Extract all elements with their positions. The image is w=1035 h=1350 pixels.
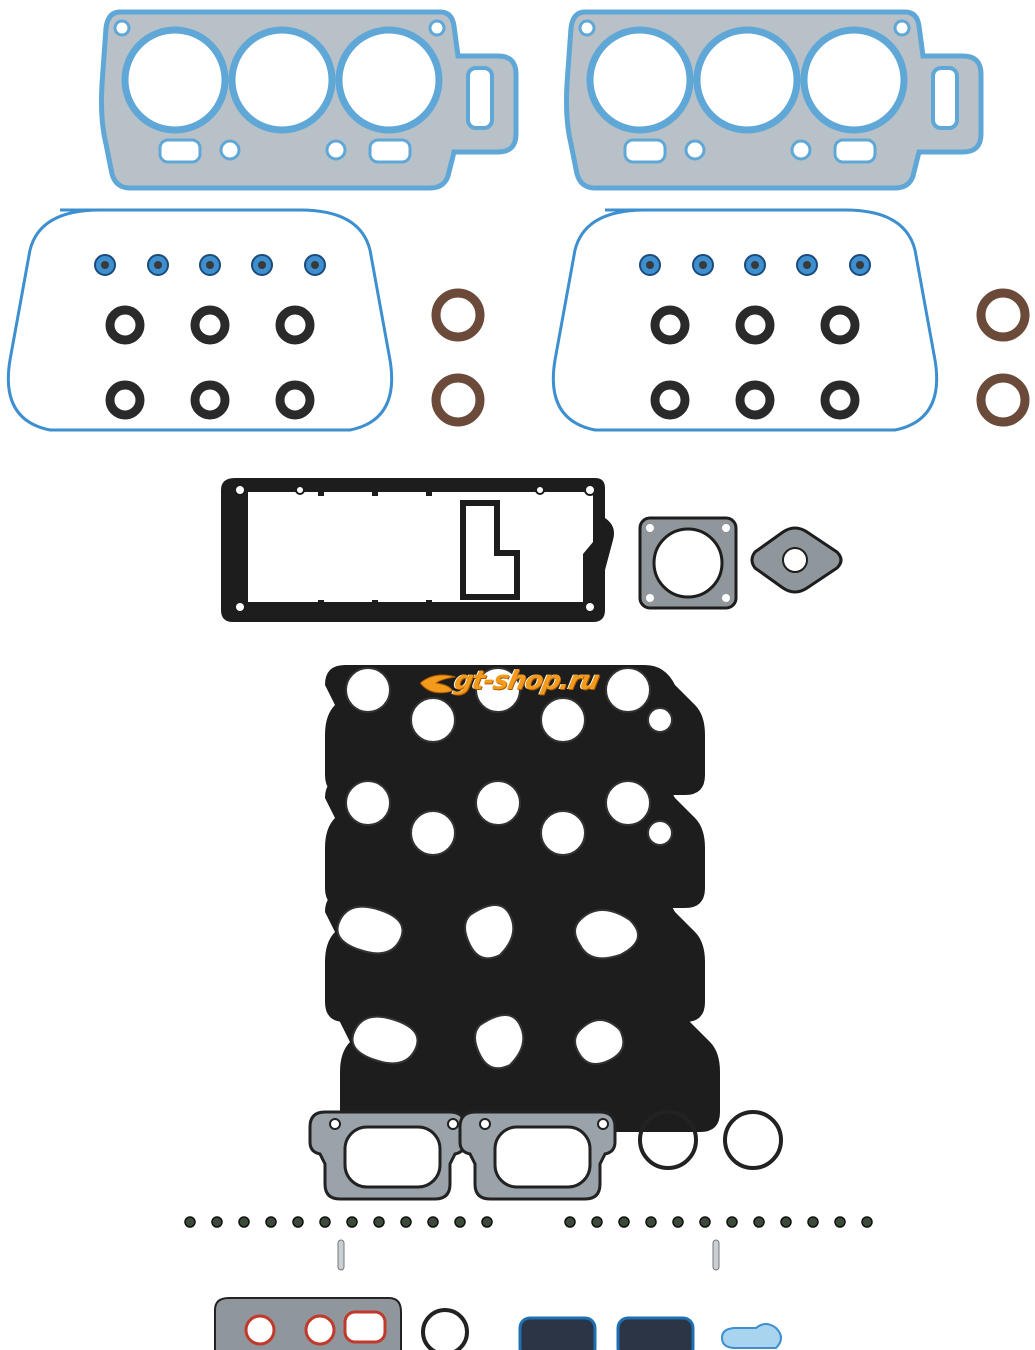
intake-manifold-gasket-lower <box>325 778 705 908</box>
cylinder-head-gasket-left <box>102 12 517 188</box>
watermark-logo: gt-shop.ru <box>416 664 645 704</box>
plenum-gasket <box>221 478 614 622</box>
thermostat-gasket <box>720 1323 782 1349</box>
flame-icon <box>419 674 456 694</box>
exhaust-ring-right <box>723 1110 783 1170</box>
cylinder-head-gasket-right <box>567 12 982 188</box>
valve-cover-seal-kit-left <box>8 210 480 430</box>
watermark-text: gt-shop.ru <box>451 666 602 696</box>
exhaust-gasket-left <box>308 1110 467 1201</box>
intake-manifold-gasket-upper <box>325 665 705 795</box>
spring-pin-left <box>337 1239 345 1271</box>
o-ring-large <box>421 1308 469 1350</box>
throttle-body-gasket <box>638 516 738 610</box>
valve-cover-seal-kit-right <box>553 210 1025 430</box>
valve-stem-seals-left <box>184 1216 493 1228</box>
egr-gasket <box>750 526 843 594</box>
water-passage-gasket <box>214 1297 402 1350</box>
exhaust-ring-left <box>638 1110 698 1170</box>
lower-intake-gasket-2 <box>340 1002 720 1132</box>
spring-pin-right <box>712 1239 720 1271</box>
lower-intake-gasket-1 <box>325 892 705 1022</box>
tensioner-gasket-left <box>518 1316 597 1350</box>
exhaust-gasket-right <box>458 1110 617 1201</box>
tensioner-gasket-right <box>616 1316 695 1350</box>
valve-stem-seals-right <box>564 1216 873 1228</box>
